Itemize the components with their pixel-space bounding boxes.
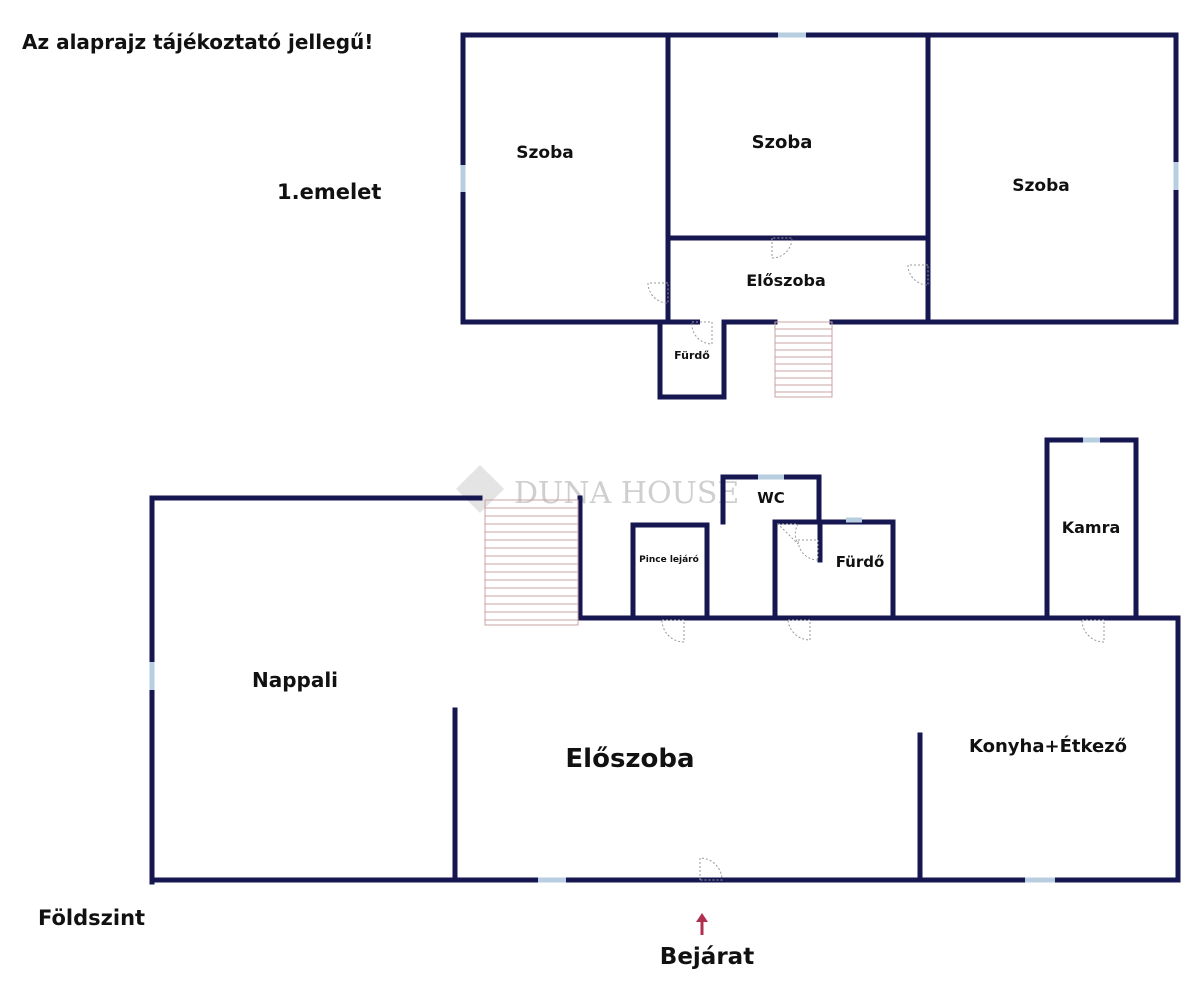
upper-floor-walls [460,32,1179,400]
entrance-arrow-icon [696,913,708,935]
ground-floor-title: Földszint [38,906,145,930]
room-label: Nappali [252,668,338,692]
watermark-text: DUNA HOUSE [514,476,739,511]
notice-text: Az alaprajz tájékoztató jellegű! [22,30,373,54]
ground-floor-windows [149,437,1100,883]
room-label: Szoba [516,143,573,163]
room-label: Szoba [752,132,813,153]
ground-floor-doors [661,523,1105,881]
upper-floor-doors [647,237,929,345]
room-label: Előszoba [746,271,825,290]
room-label: Előszoba [565,744,694,774]
room-label: Pince lejáró [639,554,699,565]
room-label: Fürdő [674,349,710,362]
room-label: Fürdő [836,553,885,571]
upper-floor-stairs [774,321,833,398]
duna-house-watermark: DUNA HOUSE [455,464,739,514]
room-label: Kamra [1062,518,1121,537]
room-label: WC [757,489,785,507]
room-label: Konyha+Étkező [969,735,1127,757]
entrance-label: Bejárat [660,944,754,970]
ground-floor-stairs [484,499,579,626]
room-label: Szoba [1012,176,1069,196]
upper-floor-windows [460,32,1179,192]
upper-floor-title: 1.emelet [277,180,381,204]
